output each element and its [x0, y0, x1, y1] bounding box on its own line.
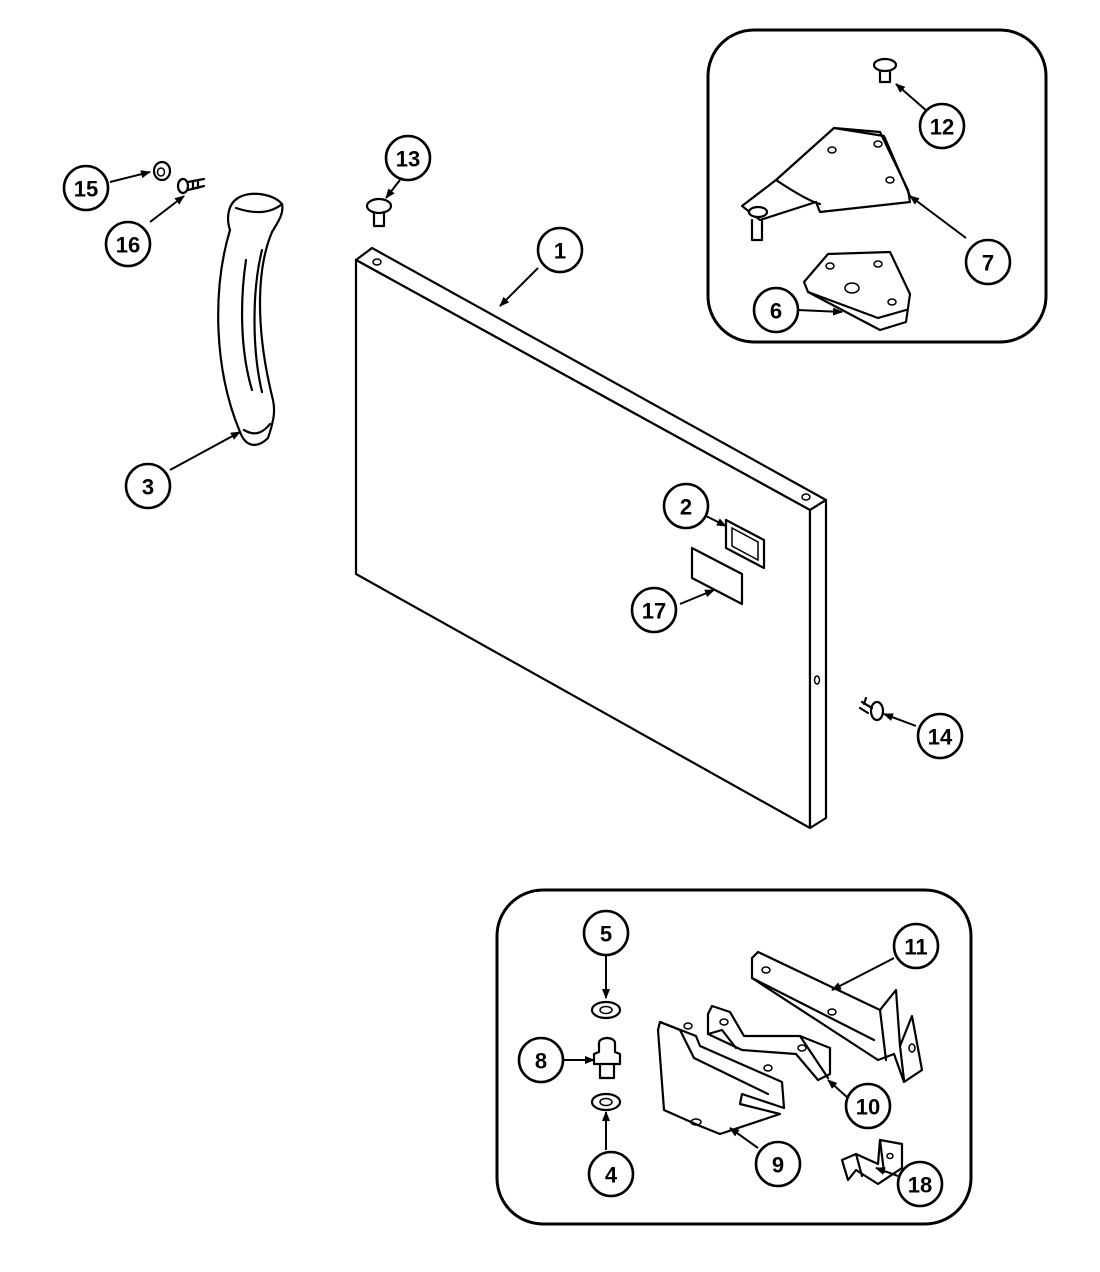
washer-4 — [590, 1092, 622, 1112]
svg-text:12: 12 — [930, 115, 954, 140]
svg-text:2: 2 — [680, 495, 692, 520]
svg-text:18: 18 — [908, 1173, 932, 1198]
callout-16[interactable]: 16 — [104, 220, 152, 268]
callout-1[interactable]: 1 — [536, 226, 584, 274]
callout-8[interactable]: 8 — [517, 1036, 565, 1084]
callout-13[interactable]: 13 — [384, 134, 432, 182]
hinge-shim-6 — [802, 250, 912, 332]
svg-text:1: 1 — [554, 239, 566, 264]
door-handle — [217, 192, 284, 446]
callout-15[interactable]: 15 — [62, 164, 110, 212]
svg-text:11: 11 — [904, 935, 927, 960]
callout-12[interactable]: 12 — [918, 102, 966, 150]
part-12 — [872, 57, 898, 84]
svg-text:7: 7 — [982, 251, 994, 276]
washer-5 — [590, 1000, 622, 1020]
callout-5[interactable]: 5 — [582, 909, 630, 957]
callout-9[interactable]: 9 — [754, 1140, 802, 1188]
svg-text:13: 13 — [396, 147, 420, 172]
svg-text:5: 5 — [600, 922, 612, 947]
top-hinge-7 — [740, 126, 912, 242]
screw-14 — [858, 696, 885, 722]
svg-text:17: 17 — [642, 599, 666, 624]
svg-text:15: 15 — [74, 177, 98, 202]
door-panel — [354, 246, 828, 830]
svg-text:10: 10 — [856, 1095, 880, 1120]
svg-text:4: 4 — [605, 1163, 618, 1188]
svg-text:9: 9 — [772, 1153, 784, 1178]
svg-text:16: 16 — [116, 233, 140, 258]
hinge-bottom-detail-frame — [495, 888, 973, 1226]
screw-16 — [176, 177, 206, 195]
plug-button-13 — [365, 197, 393, 228]
spacer-10 — [706, 1004, 832, 1082]
svg-text:3: 3 — [142, 475, 154, 500]
callout-7[interactable]: 7 — [964, 238, 1012, 286]
callout-14[interactable]: 14 — [916, 712, 964, 760]
callout-4[interactable]: 4 — [587, 1150, 635, 1198]
callout-6[interactable]: 6 — [752, 286, 800, 334]
bracket-11 — [750, 950, 924, 1084]
svg-text:14: 14 — [928, 725, 953, 750]
label-17 — [690, 546, 744, 606]
clip-18 — [840, 1138, 904, 1186]
svg-text:6: 6 — [770, 299, 782, 324]
callout-10[interactable]: 10 — [844, 1082, 892, 1130]
callout-18[interactable]: 18 — [896, 1160, 944, 1208]
bottom-hinge-9 — [656, 1020, 786, 1136]
callout-11[interactable]: 11 — [892, 922, 940, 970]
nut-15 — [152, 160, 172, 182]
svg-text:8: 8 — [535, 1049, 547, 1074]
hinge-pin-8 — [592, 1036, 622, 1080]
callout-17[interactable]: 17 — [630, 586, 678, 634]
hinge-top-detail-frame — [706, 28, 1048, 344]
callout-2[interactable]: 2 — [662, 482, 710, 530]
callout-3[interactable]: 3 — [124, 462, 172, 510]
label-2 — [724, 518, 766, 570]
